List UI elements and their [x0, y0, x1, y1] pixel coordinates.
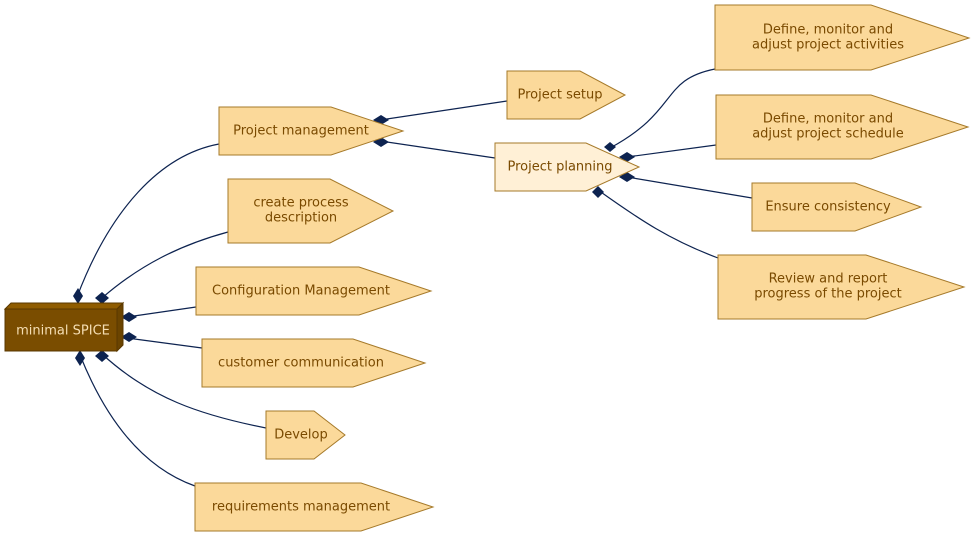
node-define-schedule-label-line2: adjust project schedule: [752, 127, 904, 142]
node-customer-communication-label: customer communication: [218, 356, 384, 371]
node-project-setup[interactable]: Project setup: [506, 70, 627, 120]
diamond-marker: [95, 350, 109, 362]
node-define-activities-shape: [714, 4, 971, 71]
edge-pp-review-report: [597, 189, 719, 259]
diamond-marker: [592, 186, 604, 198]
node-develop-shape: [265, 410, 346, 460]
node-requirements-management-label: requirements management: [212, 500, 390, 515]
node-create-process-description-label-line2: description: [265, 211, 337, 226]
edge-root-customer-communication: [126, 337, 203, 349]
diamond-marker: [121, 312, 137, 322]
edge-root-requirements-management: [79, 354, 196, 487]
edge-pm-project-planning: [379, 140, 496, 159]
root-node[interactable]: minimal SPICE: [3, 301, 125, 353]
node-customer-communication-shape: [201, 338, 427, 388]
node-review-report[interactable]: Review and report progress of the projec…: [717, 254, 966, 320]
node-project-management[interactable]: Project management: [218, 106, 405, 156]
node-define-schedule[interactable]: Define, monitor and adjust project sched…: [715, 94, 970, 160]
diamond-marker: [75, 350, 85, 366]
node-project-planning[interactable]: Project planning: [494, 142, 641, 192]
edge-markers: [73, 115, 635, 366]
root-node-side: [116, 301, 124, 353]
edge-pp-define-schedule: [626, 144, 717, 158]
node-project-setup-shape: [506, 70, 627, 120]
node-create-process-description[interactable]: create process description: [227, 178, 395, 244]
edge-pp-define-activities: [609, 68, 716, 149]
node-create-process-description-shape: [227, 178, 395, 244]
node-review-report-shape: [717, 254, 966, 320]
root-node-face: [4, 308, 118, 352]
diamond-marker: [604, 142, 616, 152]
diamond-marker: [95, 292, 109, 304]
node-review-report-label-line1: Review and report: [769, 272, 888, 287]
node-customer-communication[interactable]: customer communication: [201, 338, 427, 388]
edge-root-configuration-management: [126, 306, 197, 318]
node-project-planning-shape: [494, 142, 641, 192]
node-ensure-consistency-label: Ensure consistency: [765, 200, 891, 215]
node-define-activities[interactable]: Define, monitor and adjust project activ…: [714, 4, 971, 71]
node-requirements-management[interactable]: requirements management: [194, 482, 435, 532]
node-review-report-label-line2: progress of the project: [754, 287, 902, 302]
root-node-top: [3, 302, 125, 310]
edge-pp-ensure-consistency: [626, 176, 753, 199]
edges: [76, 68, 753, 487]
node-define-schedule-label-line1: Define, monitor and: [763, 112, 893, 127]
node-define-schedule-shape: [715, 94, 970, 160]
diamond-marker: [121, 332, 137, 342]
node-ensure-consistency-shape: [751, 182, 923, 232]
node-project-management-label: Project management: [233, 124, 369, 139]
edge-pm-project-setup: [379, 100, 508, 121]
edge-root-create-process-description: [101, 231, 229, 299]
edge-root-develop: [101, 353, 267, 429]
node-configuration-management[interactable]: Configuration Management: [195, 266, 433, 316]
node-develop[interactable]: Develop: [265, 410, 346, 460]
node-project-setup-label: Project setup: [518, 88, 603, 103]
node-requirements-management-shape: [194, 482, 435, 532]
node-develop-label: Develop: [274, 428, 328, 443]
edge-root-project-management: [76, 143, 220, 298]
node-project-management-shape: [218, 106, 405, 156]
node-create-process-description-label-line1: create process: [253, 196, 349, 211]
root-node-label: minimal SPICE: [16, 324, 110, 339]
node-configuration-management-label: Configuration Management: [212, 284, 390, 299]
node-ensure-consistency[interactable]: Ensure consistency: [751, 182, 923, 232]
diamond-marker: [73, 288, 83, 304]
node-configuration-management-shape: [195, 266, 433, 316]
node-project-planning-label: Project planning: [507, 160, 612, 175]
node-define-activities-label-line2: adjust project activities: [752, 38, 904, 53]
node-define-activities-label-line1: Define, monitor and: [763, 23, 893, 38]
